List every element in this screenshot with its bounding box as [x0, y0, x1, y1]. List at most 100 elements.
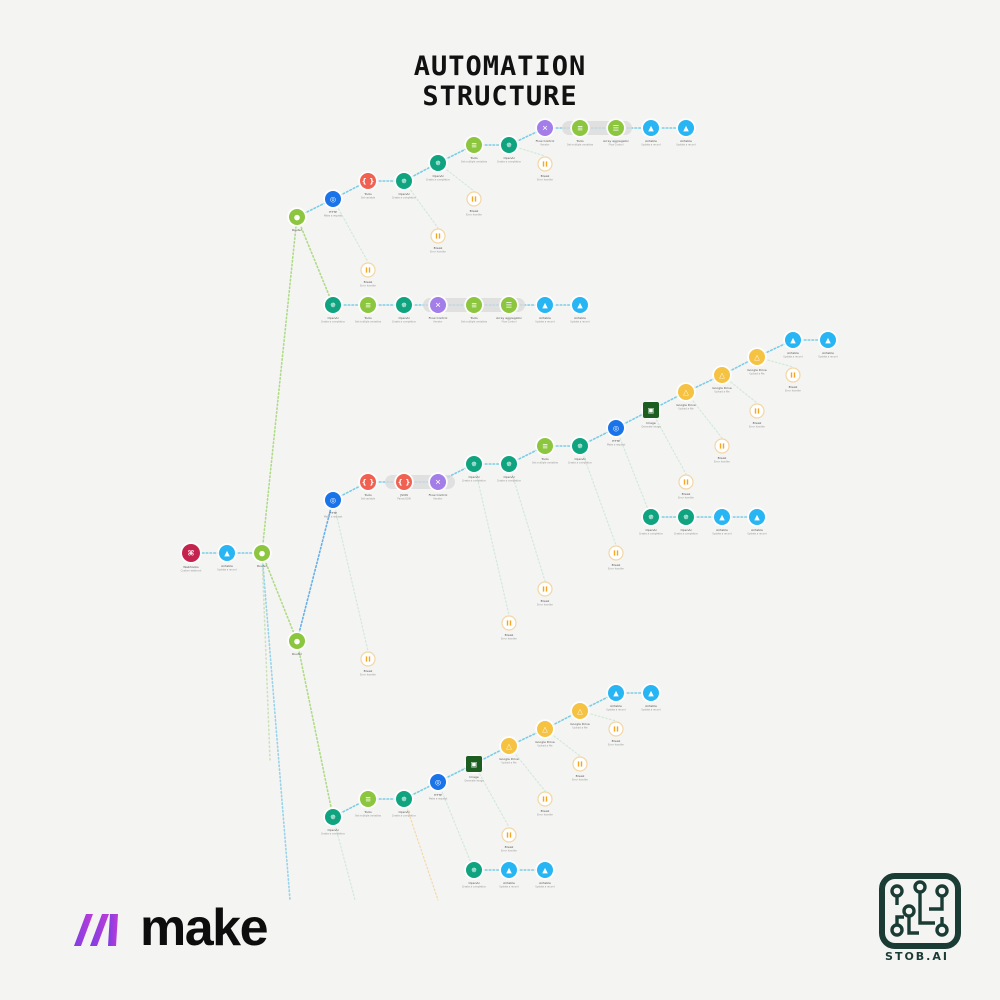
airtable-icon: ▲ — [577, 301, 583, 310]
module-sublabel: Create a completion — [639, 532, 664, 535]
connection-line — [403, 798, 439, 901]
airtable-icon: ▲ — [542, 866, 548, 875]
router-module[interactable]: ●Router — [287, 631, 307, 656]
module-label: Break — [434, 246, 443, 250]
module-sublabel: Create a completion — [497, 160, 522, 163]
openai-icon: ✵ — [471, 866, 477, 875]
module-label: Tools — [363, 192, 372, 196]
module-label: Tools — [363, 316, 372, 320]
module-label: Tools — [540, 457, 549, 461]
module-label: OpenAI — [504, 156, 515, 160]
module-label: Router — [292, 652, 303, 656]
module-label: Router — [257, 564, 268, 568]
router-icon: ● — [259, 549, 265, 558]
router-module[interactable]: ● Router — [252, 543, 272, 568]
openai-icon: ✵ — [683, 513, 689, 522]
module-label: OpenAI — [575, 457, 586, 461]
pause-icon — [613, 550, 616, 556]
pause-icon — [365, 656, 368, 662]
connection-line — [650, 409, 687, 475]
module-label: Break — [612, 563, 621, 567]
router-module[interactable]: ●Router — [287, 207, 307, 232]
openai-icon: ✵ — [401, 177, 407, 186]
pause-icon — [577, 761, 580, 767]
module-label: Google Drive — [712, 386, 732, 390]
module-label: Airtable — [716, 528, 728, 532]
module-sublabel: Update a record — [818, 355, 838, 358]
pause-icon — [471, 196, 474, 202]
module-sublabel: Set variable — [361, 497, 376, 500]
variable-icon: ≡ — [471, 301, 477, 310]
